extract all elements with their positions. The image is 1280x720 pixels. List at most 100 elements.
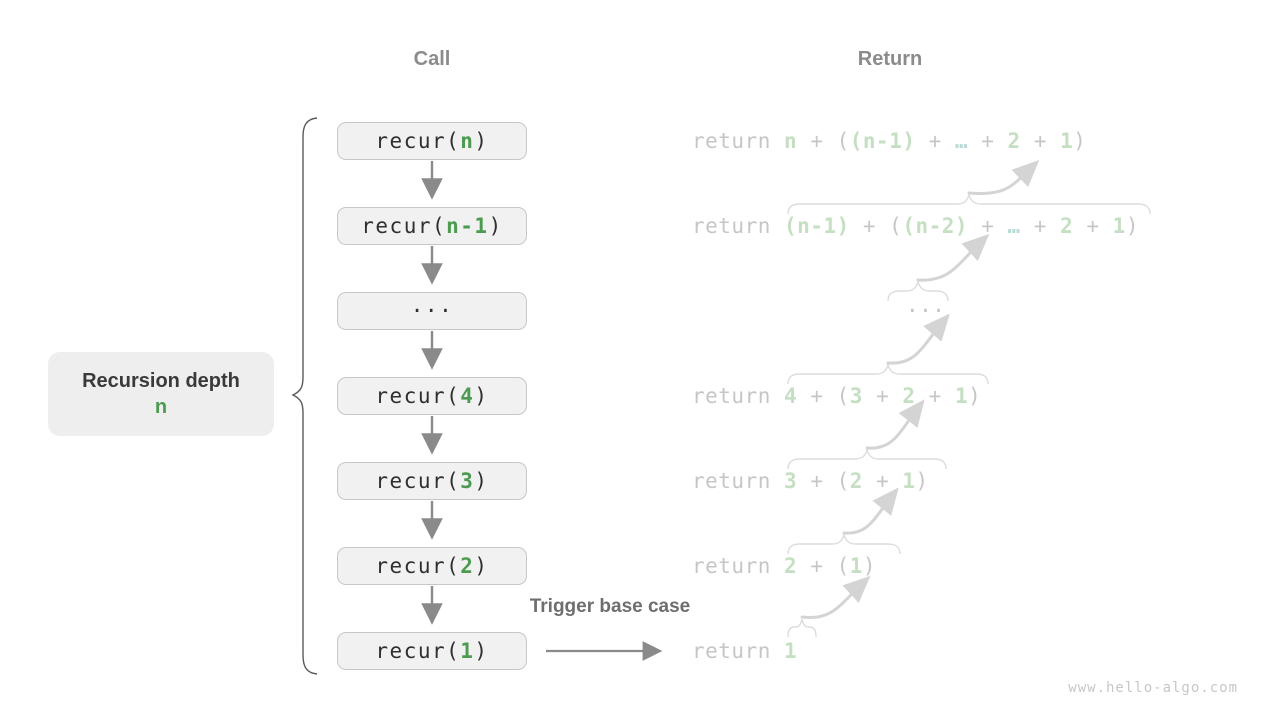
return-value: 2 <box>1060 214 1074 238</box>
trigger-base-case-label: Trigger base case <box>529 596 691 617</box>
expression-brace-icon <box>787 192 1151 215</box>
call-argument: 1 <box>460 639 475 663</box>
return-code-text: + <box>797 469 837 493</box>
return-code-text: return <box>692 639 785 663</box>
return-value: 1 <box>1060 129 1074 153</box>
call-code-text: ) <box>474 469 489 493</box>
return-code-text: ( <box>836 554 850 578</box>
watermark: www.hello-algo.com <box>1068 680 1238 696</box>
call-code-text: recur( <box>361 214 447 238</box>
call-argument: 4 <box>460 384 475 408</box>
return-value: 2 <box>1007 129 1021 153</box>
depth-value: n <box>154 395 168 418</box>
return-code-text: return <box>692 469 785 493</box>
return-value: 4 <box>784 384 798 408</box>
return-code-text: ( <box>889 214 903 238</box>
expression-brace-icon <box>787 447 947 470</box>
return-code-text: ) <box>915 469 929 493</box>
return-code-text: return <box>692 214 785 238</box>
return-code-text: ( <box>836 129 850 153</box>
return-code-text: + <box>862 384 903 408</box>
return-arrow-icon <box>800 575 871 620</box>
return-code-text: ) <box>1073 129 1087 153</box>
expression-brace-icon <box>787 532 901 555</box>
return-expression-row: return 3 + (2 + 1) <box>692 467 929 495</box>
call-header: Call <box>413 48 451 70</box>
return-code-text: return <box>692 554 785 578</box>
return-value: n <box>784 129 798 153</box>
return-value: 2 <box>902 384 916 408</box>
return-code-text: + <box>862 469 903 493</box>
call-code-text: recur( <box>375 384 461 408</box>
return-expression-row: return 1 <box>692 637 797 665</box>
return-value: 3 <box>784 469 798 493</box>
call-argument: 3 <box>460 469 475 493</box>
depth-title: Recursion depth <box>82 369 240 392</box>
call-stack-item: recur(4) <box>337 377 527 415</box>
return-value: 1 <box>1112 214 1126 238</box>
call-argument: n-1 <box>446 214 489 238</box>
return-arrow-icon <box>967 159 1040 196</box>
return-expression-row: ··· <box>906 297 945 325</box>
return-code-text: ··· <box>906 299 946 323</box>
return-code-text: return <box>692 129 785 153</box>
call-stack-item: ··· <box>337 292 527 330</box>
call-stack-item: recur(1) <box>337 632 527 670</box>
return-arrow-icon <box>916 233 990 282</box>
call-code-text: ··· <box>410 299 454 323</box>
return-code-text: ( <box>836 469 850 493</box>
call-argument: n <box>460 129 475 153</box>
return-header: Return <box>857 48 923 70</box>
return-flow-arrows <box>800 159 1040 620</box>
call-code-text: ) <box>474 384 489 408</box>
return-code-text: + <box>915 129 955 153</box>
expression-braces <box>787 192 1151 638</box>
return-value: (n-2) <box>902 214 969 238</box>
return-code-text: + <box>1020 214 1061 238</box>
return-value: 3 <box>849 384 863 408</box>
return-code-text: + <box>968 129 1008 153</box>
return-code-text: + <box>1020 129 1061 153</box>
expression-brace-icon <box>887 279 949 302</box>
return-code-text: + <box>849 214 890 238</box>
call-code-text: ) <box>488 214 503 238</box>
return-value: 1 <box>784 639 798 663</box>
call-stack-item: recur(2) <box>337 547 527 585</box>
return-value: 2 <box>784 554 798 578</box>
ellipsis-text: … <box>1007 214 1021 238</box>
return-code-text: + <box>1073 214 1113 238</box>
return-value: 2 <box>849 469 863 493</box>
return-arrow-icon <box>886 313 950 365</box>
call-code-text: ) <box>474 554 489 578</box>
call-code-text: recur( <box>375 129 461 153</box>
return-expression-row: return n + ((n-1) + … + 2 + 1) <box>692 127 1086 155</box>
return-code-text: return <box>692 384 785 408</box>
call-stack-item: recur(n-1) <box>337 207 527 245</box>
return-value: 1 <box>849 554 863 578</box>
expression-brace-icon <box>787 618 817 638</box>
recursion-depth-brace-icon <box>291 117 318 675</box>
return-code-text: ( <box>836 384 850 408</box>
return-arrow-icon <box>842 487 899 535</box>
return-code-text: + <box>915 384 955 408</box>
expression-brace-icon <box>787 362 989 385</box>
call-argument: 2 <box>460 554 475 578</box>
return-code-text: ) <box>1125 214 1139 238</box>
return-code-text: + <box>797 129 837 153</box>
return-expression-row: return 2 + (1) <box>692 552 876 580</box>
call-stack-item: recur(n) <box>337 122 527 160</box>
return-expression-row: return (n-1) + ((n-2) + … + 2 + 1) <box>692 212 1139 240</box>
call-code-text: ) <box>474 639 489 663</box>
return-value: (n-1) <box>784 214 850 238</box>
return-expression-row: return 4 + (3 + 2 + 1) <box>692 382 981 410</box>
call-stack-item: recur(3) <box>337 462 527 500</box>
ellipsis-text: … <box>954 129 969 153</box>
call-code-text: recur( <box>375 554 461 578</box>
return-arrow-icon <box>865 399 925 450</box>
recursion-depth-label: Recursion depth n <box>48 352 274 436</box>
call-code-text: recur( <box>375 469 461 493</box>
return-code-text: + <box>968 214 1008 238</box>
call-code-text: ) <box>474 129 489 153</box>
